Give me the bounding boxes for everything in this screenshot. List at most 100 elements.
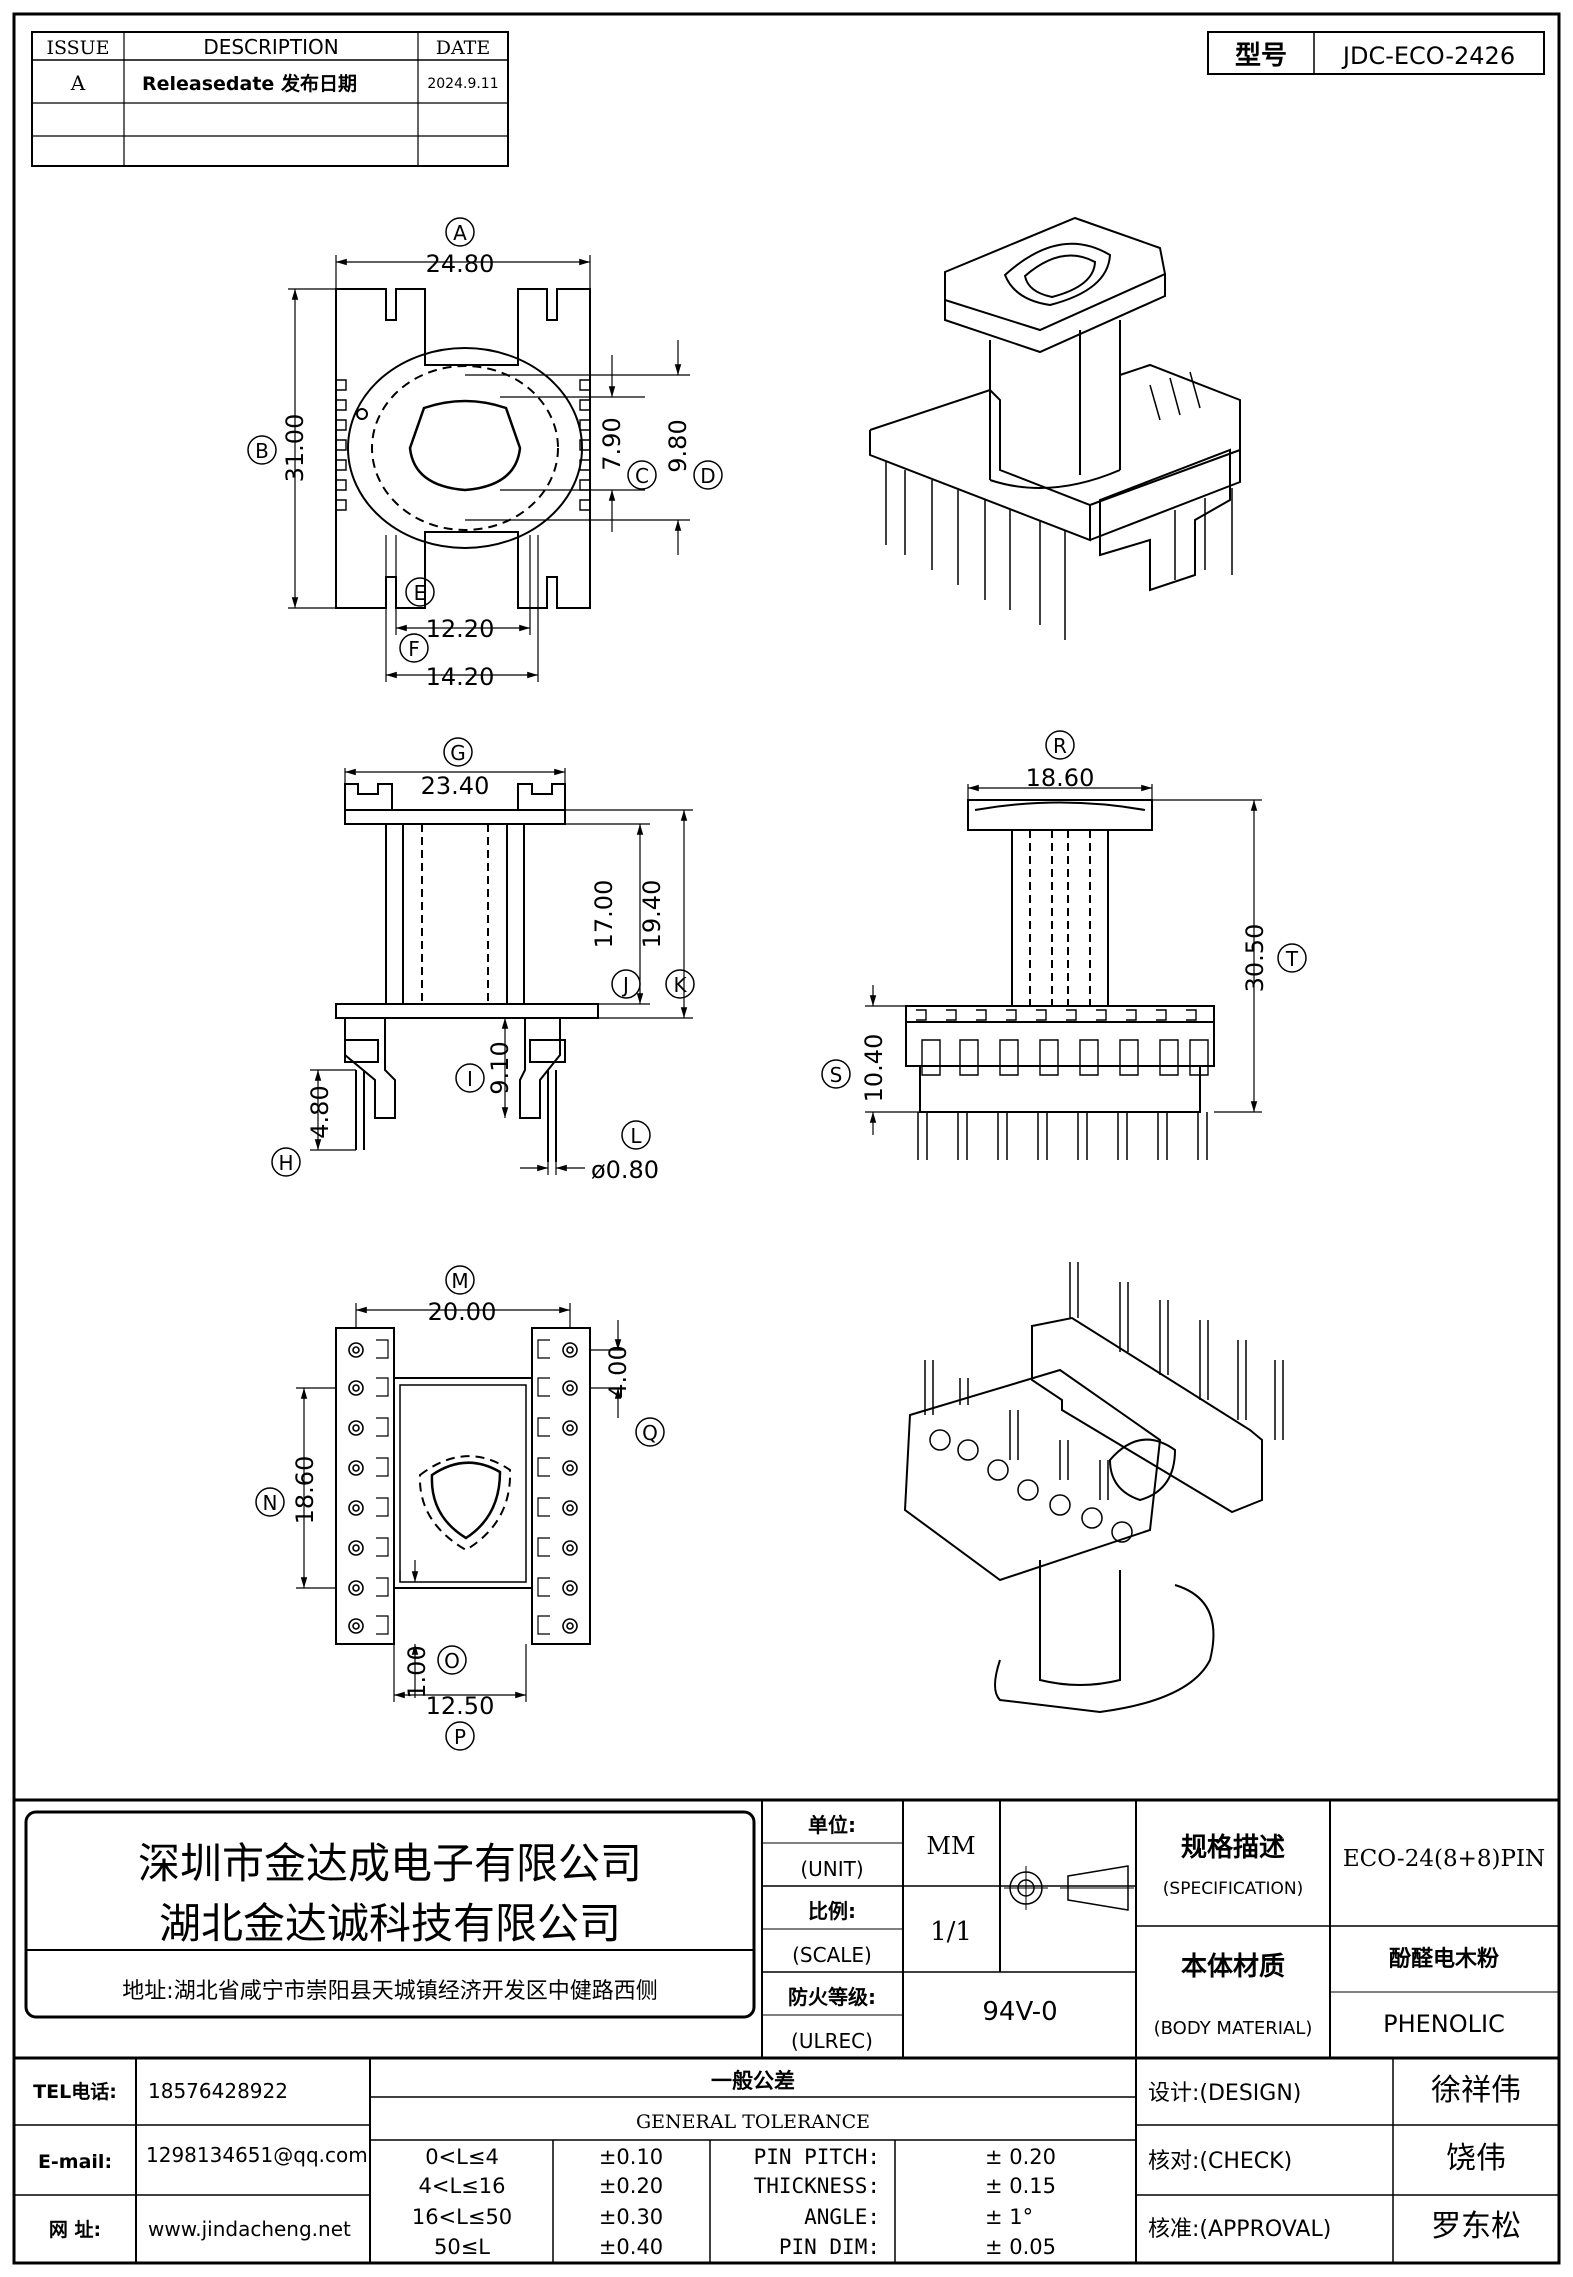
dim-l-value: ø0.80 (591, 1156, 659, 1184)
balloon-c: C (635, 464, 649, 488)
balloon-o: O (444, 1649, 460, 1673)
top-view (335, 288, 591, 609)
material-value-en: PHENOLIC (1383, 2010, 1505, 2038)
isometric-bottom-view (903, 1262, 1284, 1714)
email-label: E-mail: (38, 2151, 112, 2173)
tol-range-3: 16<L≤50 (412, 2205, 512, 2229)
balloon-r: R (1053, 734, 1067, 758)
balloon-f: F (408, 637, 420, 661)
scale-value: 1/1 (930, 1917, 972, 1947)
tol-item-1: PIN PITCH: (754, 2145, 880, 2169)
dim-e-value: 12.20 (426, 615, 495, 643)
tol-item-value-4: ± 0.05 (985, 2235, 1056, 2259)
web-value: www.jindacheng.net (148, 2217, 351, 2241)
material-label: 本体材质 (1181, 1952, 1285, 1982)
bottom-view (335, 1327, 591, 1645)
tol-value-3: ±0.30 (599, 2205, 663, 2229)
title-block-fields: 单位: (UNIT) MM 比例: (SCALE) 1/1 防火等级: (ULR… (788, 1813, 1545, 2053)
approval-label: 核准:(APPROVAL) (1148, 2217, 1331, 2242)
tol-item-value-2: ± 0.15 (985, 2174, 1056, 2198)
tol-item-value-1: ± 0.20 (985, 2145, 1056, 2169)
balloon-labels (247, 217, 1307, 1751)
model-label: 型号 (1235, 41, 1287, 71)
dim-k-value: 19.40 (638, 880, 666, 949)
spec-label: 规格描述 (1181, 1832, 1285, 1863)
side-view-dimensions (865, 784, 1262, 1135)
tolerance-title-cn: 一般公差 (711, 2069, 795, 2093)
material-label-en: (BODY MATERIAL) (1154, 2018, 1313, 2039)
flame-value: 94V-0 (982, 1997, 1057, 2027)
company-name-1: 深圳市金达成电子有限公司 (138, 1839, 642, 1888)
balloon-p: P (454, 1725, 466, 1749)
balloon-h: H (278, 1151, 293, 1175)
title-block (14, 1798, 1559, 2263)
dim-h-value: 4.80 (306, 1085, 334, 1138)
dim-f-value: 14.20 (426, 663, 495, 691)
front-view (335, 783, 599, 1162)
dim-t-value: 30.50 (1241, 924, 1269, 993)
dimension-labels: 24.80 31.00 7.90 9.80 12.20 14.20 23.40 … (281, 250, 1269, 1720)
contact-info: TEL电话: 18576428922 E-mail: 1298134651@qq… (33, 2079, 368, 2241)
balloon-d: D (700, 464, 715, 488)
company-address: 地址:湖北省咸宁市崇阳县天城镇经济开发区中健路西侧 (122, 1979, 657, 2004)
balloon-b: B (255, 439, 269, 463)
sheet-border (12, 12, 1561, 2265)
unit-value: MM (926, 1832, 975, 1860)
tol-value-2: ±0.20 (599, 2174, 663, 2198)
company-name-2: 湖北金达诚科技有限公司 (159, 1899, 621, 1948)
spec-value: ECO-24(8+8)PIN (1343, 1846, 1545, 1872)
dim-o-value: 1.00 (403, 1645, 431, 1698)
balloon-m: M (451, 1269, 468, 1293)
isometric-top-view (869, 216, 1241, 640)
balloon-n: N (263, 1491, 278, 1515)
tel-label: TEL电话: (33, 2080, 117, 2103)
tolerance-title-en: GENERAL TOLERANCE (636, 2111, 870, 2133)
dim-s-value: 10.40 (860, 1034, 888, 1103)
bottom-view-pins (348, 1342, 578, 1634)
dim-m-value: 20.00 (428, 1298, 497, 1326)
dim-a-value: 24.80 (426, 250, 495, 278)
design-name: 徐祥伟 (1431, 2073, 1521, 2108)
balloon-i: I (467, 1067, 473, 1091)
unit-label-en: (UNIT) (800, 1857, 863, 1881)
flame-label: 防火等级: (788, 1985, 876, 2009)
material-value-cn: 酚醛电木粉 (1389, 1947, 1499, 1972)
spec-label-en: (SPECIFICATION) (1163, 1879, 1303, 1899)
rev-header-date: DATE (436, 37, 490, 59)
dim-r-value: 18.60 (1026, 764, 1095, 792)
tol-item-3: ANGLE: (804, 2205, 880, 2229)
dim-d-value: 9.80 (664, 419, 692, 472)
tol-value-4: ±0.40 (599, 2235, 663, 2259)
dim-p-value: 12.50 (426, 1692, 495, 1720)
check-name: 饶伟 (1446, 2141, 1506, 2176)
balloon-a: A (453, 221, 467, 245)
balloon-s: S (830, 1063, 843, 1087)
signoff: 设计:(DESIGN) 徐祥伟 核对:(CHECK) 饶伟 核准:(APPROV… (1148, 2073, 1521, 2244)
check-label: 核对:(CHECK) (1148, 2149, 1292, 2174)
dim-n-value: 18.60 (291, 1456, 319, 1525)
rev-row-description: Releasedate 发布日期 (142, 72, 357, 95)
balloon-j: J (621, 973, 629, 997)
balloon-k: K (673, 973, 687, 997)
balloon-t: T (1285, 947, 1299, 971)
email-value: 1298134651@qq.com (146, 2143, 368, 2167)
rev-header-description: DESCRIPTION (203, 35, 338, 59)
dim-q-value: 4.00 (604, 1345, 632, 1398)
tol-range-2: 4<L≤16 (419, 2174, 506, 2198)
tol-range-1: 0<L≤4 (425, 2145, 499, 2169)
tel-value: 18576428922 (148, 2079, 288, 2103)
tol-item-2: THICKNESS: (754, 2174, 880, 2198)
balloon-g: G (450, 741, 466, 765)
dim-b-value: 31.00 (281, 414, 309, 483)
design-label: 设计:(DESIGN) (1148, 2081, 1301, 2106)
tol-value-1: ±0.10 (599, 2145, 663, 2169)
web-label: 网 址: (49, 2219, 101, 2241)
unit-label: 单位: (808, 1813, 856, 1837)
balloon-l: L (630, 1124, 642, 1148)
rev-row-issue: A (70, 71, 86, 95)
rev-header-issue: ISSUE (46, 37, 109, 59)
scale-label-en: (SCALE) (792, 1943, 872, 1967)
dim-i-value: 9.10 (486, 1041, 514, 1094)
